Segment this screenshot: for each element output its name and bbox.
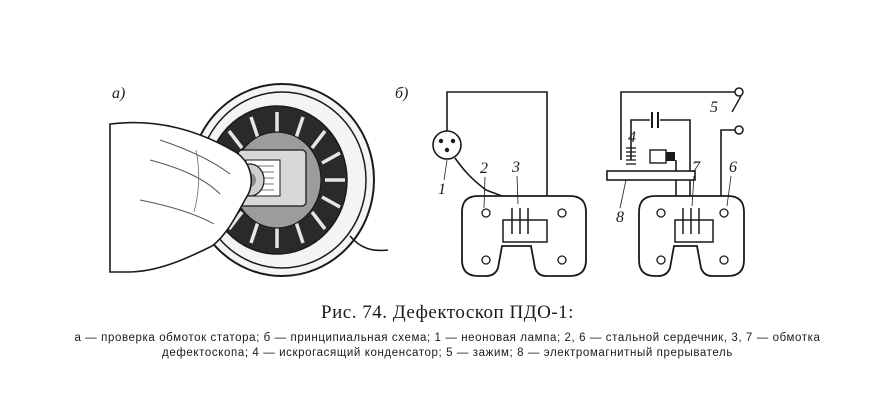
winding-right (674, 208, 714, 243)
callout-3: 3 (511, 159, 520, 176)
electromagnetic-interrupter (606, 147, 696, 181)
circuit-right (606, 87, 745, 277)
figure-caption-title: Рис. 74. Дефектоскоп ПДО-1: (321, 302, 574, 323)
callout-5: 5 (710, 99, 718, 116)
callout-7: 7 (692, 159, 701, 176)
spark-suppression-capacitor (651, 112, 659, 128)
hand (109, 121, 253, 273)
panel-b-label: б) (395, 85, 408, 102)
panel-a-illustration: а) (109, 83, 389, 277)
callout-8: 8 (616, 209, 624, 226)
callout-4: 4 (628, 129, 636, 146)
panel-b-schematic: б) (395, 85, 745, 277)
callout-1: 1 (438, 181, 446, 198)
clamp-terminal (731, 87, 744, 135)
callout-2: 2 (480, 160, 488, 177)
callout-6: 6 (729, 159, 737, 176)
stator-slots (227, 112, 345, 248)
circuit-left (432, 91, 587, 277)
figure-74: а) (109, 83, 745, 277)
callouts: 1 2 3 4 5 6 7 8 (438, 99, 737, 226)
winding-left (502, 208, 548, 243)
probe-cable (349, 235, 389, 252)
panel-a-label: а) (112, 85, 125, 102)
figure-caption-text: а — проверка обмоток статора; б — принци… (74, 332, 821, 359)
neon-lamp (432, 130, 462, 160)
